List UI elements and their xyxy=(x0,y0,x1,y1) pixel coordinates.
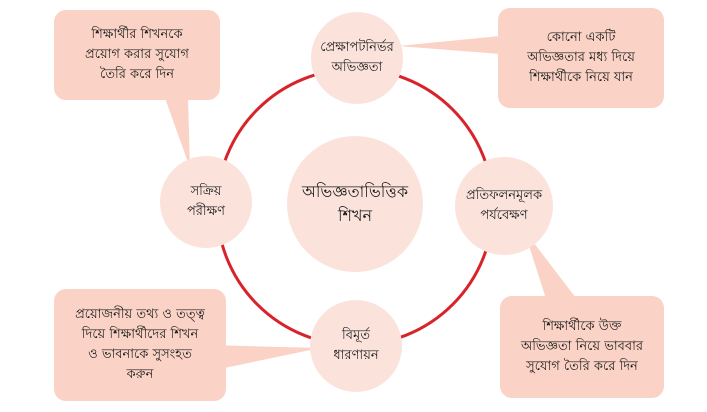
callout-bottom-left-line2: দিয়ে শিক্ষার্থীদের শিখন xyxy=(81,327,199,342)
node-top-line1: প্রেক্ষাপটনির্ভর xyxy=(320,40,394,55)
node-bottom-line1: বিমূর্ত xyxy=(342,328,370,343)
callout-bottom-left-line4: করুন xyxy=(126,367,154,382)
callout-bottom-right: শিক্ষার্থীকে উক্ত অভিজ্ঞতা নিয়ে ভাববার … xyxy=(500,296,664,398)
node-left-line1: সক্রিয় xyxy=(190,184,222,199)
node-concrete-experience: প্রেক্ষাপটনির্ভর অভিজ্ঞতা xyxy=(311,12,403,104)
node-right-line1: প্রতিফলনমূলক xyxy=(465,188,543,203)
callout-bottom-left: প্রয়োজনীয় তথ্য ও তত্ত্ব দিয়ে শিক্ষার্… xyxy=(54,289,226,401)
callout-bottom-right-line3: সুযোগ তৈরি করে দিন xyxy=(526,359,638,374)
callout-pointer-top-right xyxy=(398,36,500,54)
callout-top-right-line2: অভিজ্ঞতার মধ্য দিয়ে xyxy=(527,50,635,65)
callout-pointer-bottom-left xyxy=(210,345,320,371)
node-bottom-line2: ধারণায়ন xyxy=(333,348,379,363)
callout-top-left-line2: প্রয়োগ করার সুযোগ xyxy=(85,47,189,62)
center-concept-line2: শিখন xyxy=(337,206,373,225)
callout-top-right-line3: শিক্ষার্থীকে নিয়ে যান xyxy=(529,70,633,85)
center-concept: অভিজ্ঞতাভিত্তিক শিখন xyxy=(287,136,423,272)
node-reflective-observation: প্রতিফলনমূলক পর্যবেক্ষণ xyxy=(455,157,553,255)
callout-top-right-line1: কোনো একটি xyxy=(546,30,616,45)
callout-top-left: শিক্ষার্থীর শিখনকে প্রয়োগ করার সুযোগ তৈ… xyxy=(54,10,220,100)
node-top-line2: অভিজ্ঞতা xyxy=(331,60,383,75)
center-concept-line1: অভিজ্ঞতাভিত্তিক xyxy=(301,182,409,201)
callout-bottom-right-line2: অভিজ্ঞতা নিয়ে ভাববার xyxy=(520,339,644,354)
node-right-line2: পর্যবেক্ষণ xyxy=(480,208,528,223)
node-left-line2: পরীক্ষণ xyxy=(186,204,226,219)
callout-bottom-left-line1: প্রয়োজনীয় তথ্য ও তত্ত্ব xyxy=(75,307,205,322)
callout-pointer-top-left xyxy=(165,98,190,168)
callout-bottom-left-line3: ও ভাবনাকে সুসংহত xyxy=(88,347,192,362)
node-abstract-conceptualization: বিমূর্ত ধারণায়ন xyxy=(310,300,402,392)
callout-top-right: কোনো একটি অভিজ্ঞতার মধ্য দিয়ে শিক্ষার্থ… xyxy=(498,8,664,108)
callout-top-left-line1: শিক্ষার্থীর শিখনকে xyxy=(91,27,183,42)
callout-pointer-bottom-right xyxy=(524,230,579,302)
node-active-experimentation: সক্রিয় পরীক্ষণ xyxy=(160,156,252,248)
callout-top-left-line3: তৈরি করে দিন xyxy=(100,67,174,82)
callout-bottom-right-line1: শিক্ষার্থীকে উক্ত xyxy=(542,319,622,334)
